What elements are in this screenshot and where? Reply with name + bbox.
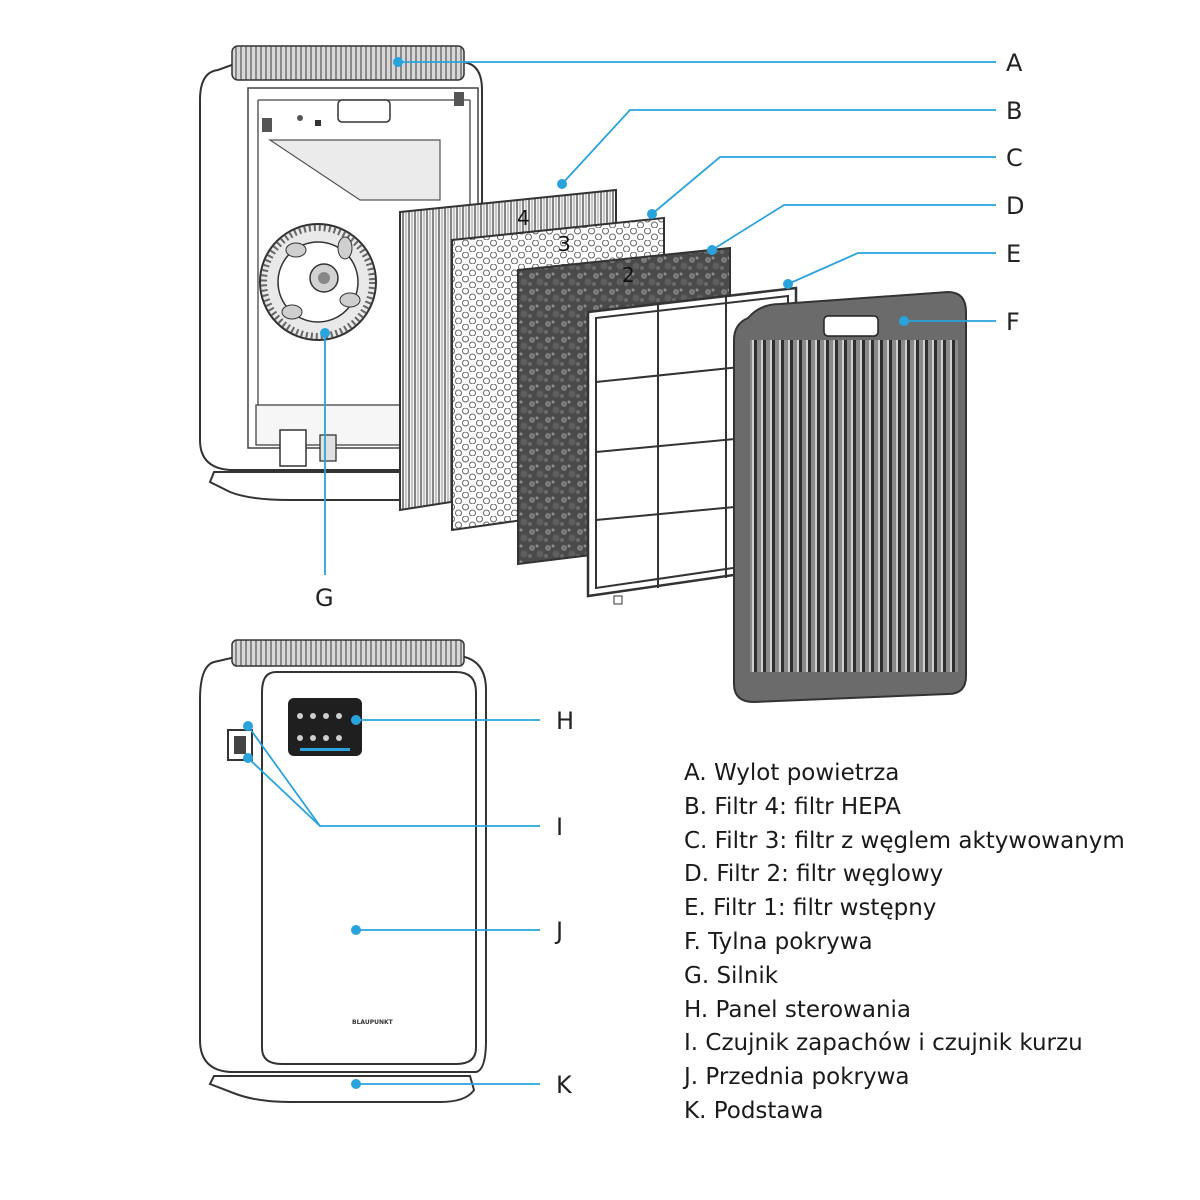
legend-item-i: I. Czujnik zapachów i czujnik kurzu <box>684 1030 1083 1057</box>
legend-item-e: E. Filtr 1: filtr wstępny <box>684 895 937 922</box>
callout-I: I <box>556 813 563 841</box>
filter-4-number: 4 <box>517 206 530 230</box>
motor-fan <box>259 223 377 341</box>
callout-E: E <box>1006 240 1021 268</box>
callout-B: B <box>1006 97 1022 125</box>
purifier-front: BLAUPUNKT <box>199 639 487 1103</box>
dot-A <box>393 57 403 67</box>
dot-E <box>783 279 793 289</box>
parts-legend: A. Wylot powietrza B. Filtr 4: filtr HEP… <box>684 758 1125 1130</box>
dot-J <box>351 925 361 935</box>
front-cover-panel <box>261 671 477 1065</box>
brand-logo: BLAUPUNKT <box>352 1019 394 1026</box>
dot-K <box>351 1079 361 1089</box>
callout-F: F <box>1006 308 1020 336</box>
handle-slot <box>337 99 391 123</box>
dot-I-2 <box>243 753 253 763</box>
callout-H: H <box>556 707 574 735</box>
filter-2-number: 2 <box>622 263 635 287</box>
leader-E <box>787 252 996 285</box>
callout-labels: A B C D E F G H I J K <box>315 49 1024 1099</box>
dot-D <box>707 245 717 255</box>
leader-lines <box>243 57 996 1089</box>
leader-I-2 <box>247 757 321 827</box>
dot-C <box>647 209 657 219</box>
back-cover-handle <box>823 315 879 337</box>
leader-B <box>561 109 996 185</box>
legend-item-c: C. Filtr 3: filtr z węglem aktywowanym <box>684 827 1125 854</box>
legend-item-f: F. Tylna pokrywa <box>684 928 873 955</box>
control-panel-display <box>288 698 362 756</box>
dot-H <box>351 715 361 725</box>
callout-G: G <box>315 584 334 612</box>
dot-B <box>557 179 567 189</box>
air-outlet-grill <box>231 45 465 81</box>
callout-J: J <box>554 917 563 945</box>
callout-K: K <box>556 1071 573 1099</box>
legend-item-g: G. Silnik <box>684 962 779 989</box>
dot-F <box>899 316 909 326</box>
filter-3-number: 3 <box>558 232 571 256</box>
leader-D <box>711 204 996 251</box>
legend-item-d: D. Filtr 2: filtr węglowy <box>684 861 944 888</box>
callout-D: D <box>1006 192 1024 220</box>
legend-item-b: B. Filtr 4: filtr HEPA <box>684 793 901 820</box>
leader-C <box>651 156 996 215</box>
callout-A: A <box>1006 49 1023 77</box>
legend-item-j: J. Przednia pokrywa <box>684 1064 910 1091</box>
callout-C: C <box>1006 144 1023 172</box>
back-cover <box>733 290 967 704</box>
legend-item-k: K. Podstawa <box>684 1097 824 1124</box>
legend-item-a: A. Wylot powietrza <box>684 760 900 786</box>
legend-item-h: H. Panel sterowania <box>684 996 912 1023</box>
dot-G <box>320 328 330 338</box>
dot-I-1 <box>243 721 253 731</box>
